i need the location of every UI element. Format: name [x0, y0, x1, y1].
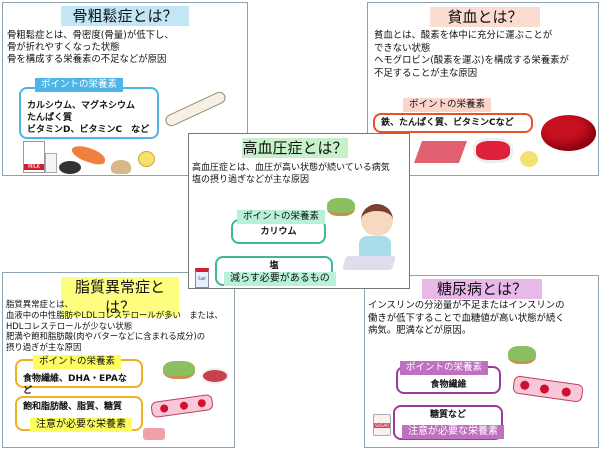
diabetes-nutrients: 食物繊維	[430, 380, 467, 390]
mushroom-icon	[111, 160, 131, 174]
dyslipidemia-title: 脂質異常症とは？	[61, 277, 179, 317]
vegetable-bowl-icon	[508, 346, 536, 364]
tuna-sashimi-icon	[473, 138, 513, 163]
ground-meat-icon	[143, 428, 165, 440]
seaweed-icon	[59, 161, 81, 174]
osteoporosis-panel: 骨粗鬆症とは？ 骨粗鬆症とは、骨密度(骨量)が低下し、 骨が折れやすくなった状態…	[2, 2, 248, 176]
hypertension-reduce-item: 塩	[269, 261, 279, 271]
anemia-title: 貧血とは？	[430, 7, 540, 27]
blood-pressure-monitor-icon	[342, 256, 396, 270]
sugar-jar-icon: SUGAR	[373, 414, 391, 436]
milk-glass-icon	[45, 153, 57, 173]
hypertension-reduce-label: 減らす必要があるもの	[224, 272, 336, 286]
osteoporosis-nutrients: カルシウム、マグネシウム たんぱく質 ビタミンD、ビタミンC など	[27, 101, 150, 135]
osteoporosis-title: 骨粗鬆症とは？	[61, 6, 189, 26]
sugar-label: SUGAR	[374, 423, 390, 428]
dyslipidemia-description: 脂質異常症とは、 血液中の中性脂肪やLDLコレステロールが多い または、 HDL…	[6, 299, 223, 353]
hypertension-title: 高血圧症とは？	[242, 138, 348, 158]
dyslipidemia-caution-items: 飽和脂肪酸、脂質、糖質	[23, 402, 123, 412]
osteoporosis-point-label: ポイントの栄養素	[35, 78, 124, 92]
dyslipidemia-caution-label: 注意が必要な栄養素	[30, 418, 132, 432]
dyslipidemia-panel: 脂質異常症とは？ 脂質異常症とは、 血液中の中性脂肪やLDLコレステロールが多い…	[2, 272, 235, 448]
lemon-icon	[520, 151, 538, 167]
anemia-point-label: ポイントの栄養素	[403, 98, 492, 112]
anemia-nutrients: 鉄、たんぱく質、ビタミンCなど	[381, 118, 514, 128]
milk-label: MILK	[24, 164, 44, 170]
diabetes-title: 糖尿病とは？	[422, 279, 542, 299]
bone-icon	[163, 89, 228, 129]
diabetes-caution-items: 糖質など	[429, 410, 466, 420]
diabetes-panel: 糖尿病とは？ インスリンの分泌量が不足またはインスリンの 働きが低下することで血…	[364, 275, 599, 448]
osteoporosis-nutrient-bubble: カルシウム、マグネシウム たんぱく質 ビタミンD、ビタミンC など	[19, 87, 159, 139]
red-blood-cell-icon	[541, 115, 596, 151]
hypertension-description: 高血圧症とは、血圧が高い状態が続いている病気 塩の摂り過ぎなどが主な原因	[192, 163, 390, 185]
diabetes-caution-label: 注意が必要な栄養素	[402, 425, 504, 439]
dyslipidemia-nutrients: 食物繊維、DHA・EPAなど	[23, 374, 127, 396]
hypertension-point-label: ポイントの栄養素	[237, 210, 326, 224]
fish-sashimi-icon	[201, 368, 229, 384]
blood-vessel-icon	[512, 375, 584, 403]
salt-label: Salt	[198, 276, 206, 281]
diabetes-description: インスリンの分泌量が不足またはインスリンの 働きが低下することで血糖値が高い状態…	[368, 300, 565, 336]
nurse-body-icon	[359, 236, 391, 258]
nurse-head-icon	[361, 204, 393, 236]
osteoporosis-description: 骨粗鬆症とは、骨密度(骨量)が低下し、 骨が折れやすくなった状態 骨を構成する栄…	[7, 30, 174, 65]
hypertension-panel: 高血圧症とは？ 高血圧症とは、血圧が高い状態が続いている病気 塩の摂り過ぎなどが…	[188, 133, 410, 289]
hypertension-nutrients: カリウム	[260, 227, 297, 237]
meat-icon	[413, 141, 468, 163]
anemia-nutrient-bubble: 鉄、たんぱく質、ビタミンCなど	[373, 113, 533, 133]
anemia-description: 貧血とは、酸素を体中に充分に運ぶことが できない状態 ヘモグロビン(酸素を運ぶ)…	[374, 30, 569, 79]
lemon-icon	[138, 151, 155, 167]
dyslipidemia-point-label: ポイントの栄養素	[33, 355, 122, 369]
salt-bottle-icon: Salt	[195, 268, 209, 288]
milk-carton-icon: MILK	[23, 141, 45, 173]
vegetable-bowl-icon	[327, 198, 355, 216]
diabetes-point-label: ポイントの栄養素	[400, 361, 489, 375]
blood-vessel-icon	[150, 393, 214, 419]
vegetable-bowl-icon	[163, 361, 195, 379]
